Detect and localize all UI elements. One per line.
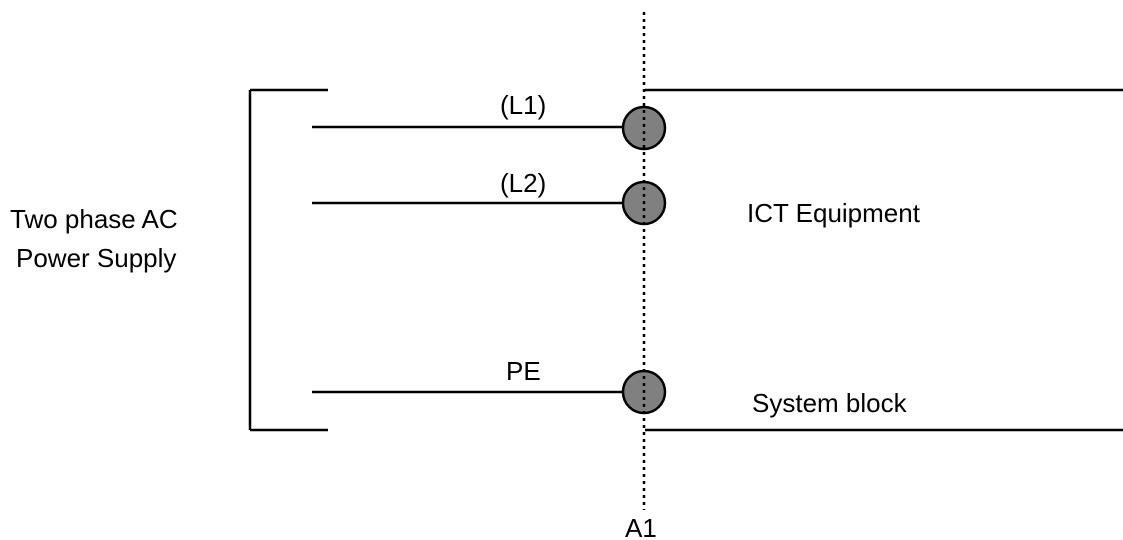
supply-label-line2: Power Supply — [16, 243, 176, 273]
supply-label-line1: Two phase AC — [10, 204, 178, 234]
equipment-label: ICT Equipment — [747, 198, 921, 228]
system-block-label: System block — [752, 388, 908, 418]
terminal-l1 — [621, 105, 667, 151]
conductor-label-pe: PE — [506, 356, 541, 386]
power-supply-bracket — [248, 88, 328, 432]
interface-label: A1 — [625, 513, 657, 540]
conductor-label-l2: (L2) — [500, 168, 546, 198]
conductor-label-l1: (L1) — [500, 90, 546, 120]
